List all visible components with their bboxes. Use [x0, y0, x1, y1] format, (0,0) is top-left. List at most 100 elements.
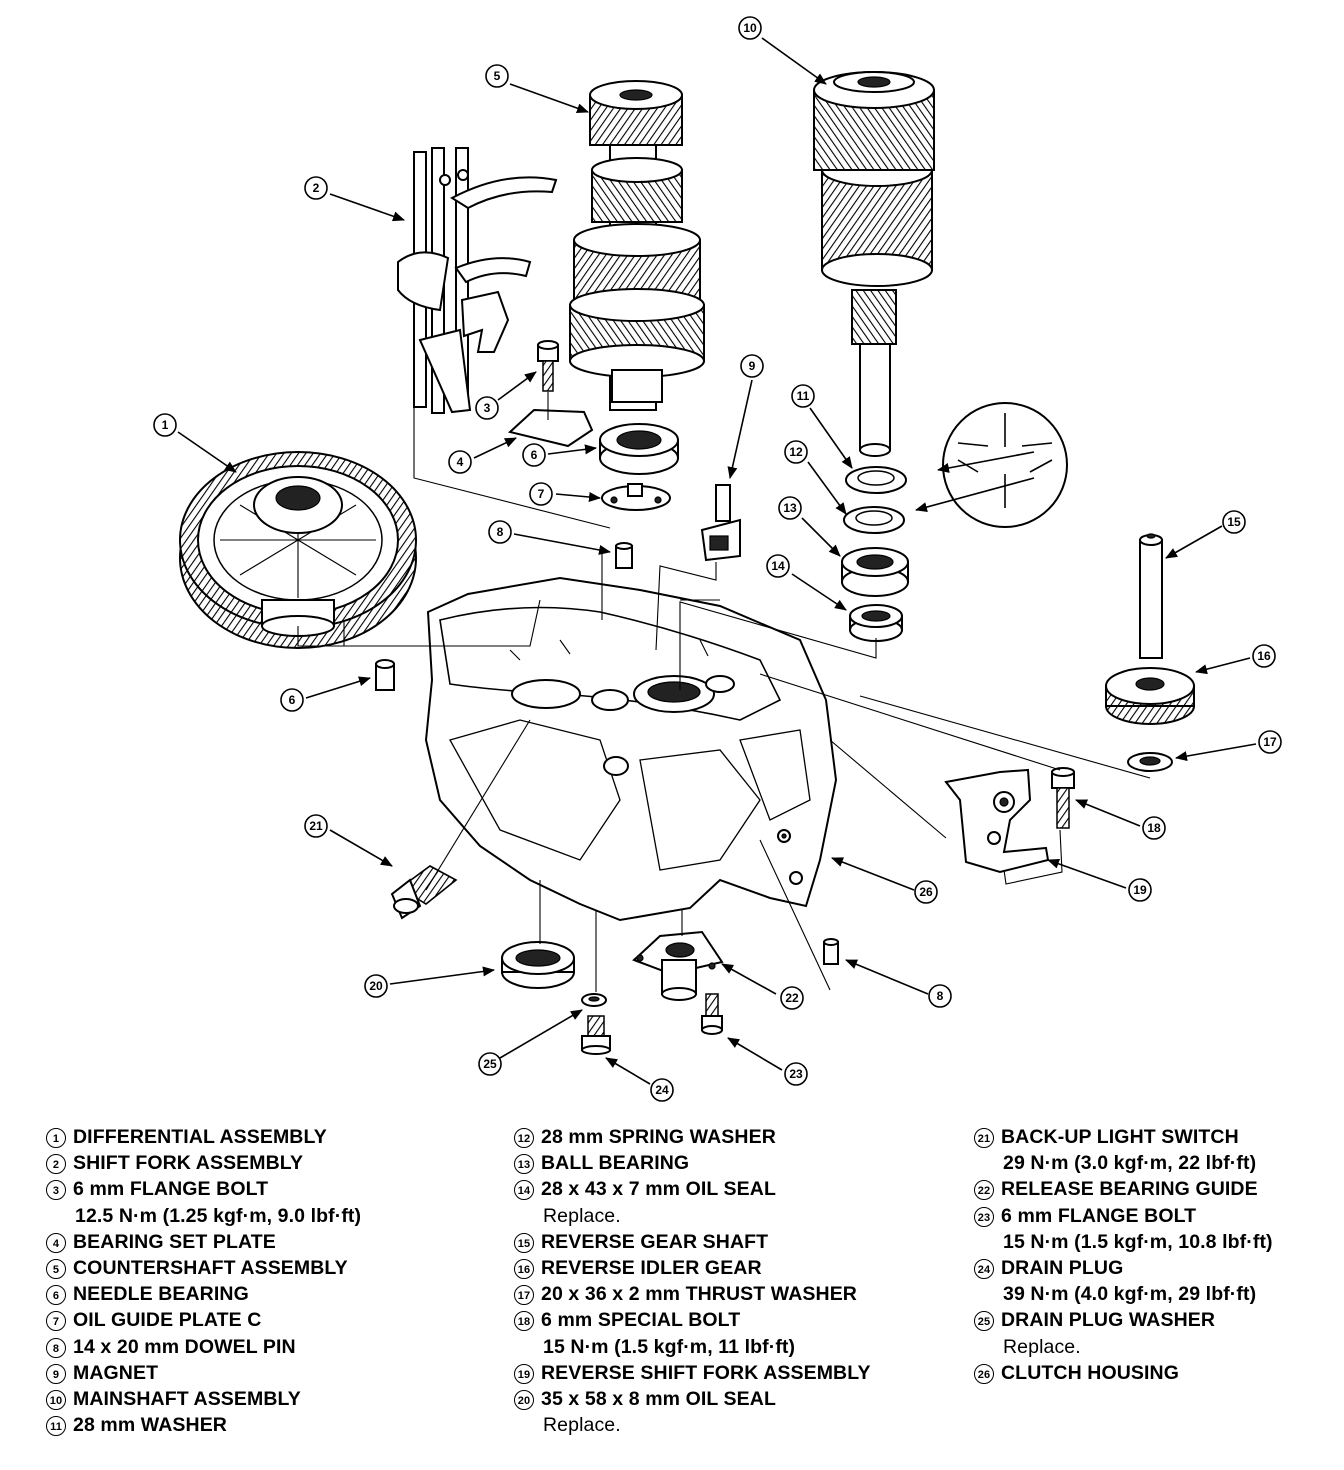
legend-item-14-note: Replace.	[543, 1204, 621, 1227]
svg-text:19: 19	[1133, 883, 1147, 897]
svg-text:17: 17	[1263, 735, 1277, 749]
callout-26: 26	[914, 880, 938, 904]
svg-text:26: 26	[919, 885, 933, 899]
legend-item-23-torque: 15 N·m (1.5 kgf·m, 10.8 lbf·ft)	[1003, 1230, 1273, 1253]
washer-28mm-drawing	[845, 466, 907, 494]
svg-text:5: 5	[494, 69, 501, 83]
svg-text:20: 20	[369, 979, 383, 993]
spring-washer-drawing	[843, 506, 905, 534]
legend-item-20-note: Replace.	[543, 1414, 621, 1437]
oil-seal-14-drawing	[849, 604, 903, 642]
callout-15: 15	[1222, 510, 1246, 534]
callout-8-lower: 8	[928, 984, 952, 1008]
svg-text:11: 11	[797, 389, 810, 403]
svg-text:6: 6	[289, 693, 296, 707]
drain-plug-washer-drawing	[581, 993, 607, 1007]
legend-item-3-torque: 12.5 N·m (1.25 kgf·m, 9.0 lbf·ft)	[75, 1204, 362, 1227]
special-bolt-drawing	[1051, 767, 1075, 829]
thrust-washer-drawing	[1127, 752, 1173, 772]
magnet-drawing	[700, 484, 741, 562]
callout-11: 11	[791, 384, 815, 408]
svg-text:14: 14	[771, 559, 785, 573]
callout-6-left: 6	[280, 688, 304, 712]
callout-23: 23	[784, 1062, 808, 1086]
callout-8: 8	[488, 520, 512, 544]
callout-7: 7	[529, 482, 553, 506]
svg-text:7: 7	[538, 487, 545, 501]
ball-bearing-drawing	[841, 547, 909, 597]
callout-12: 12	[784, 440, 808, 464]
svg-text:13: 13	[783, 501, 797, 515]
svg-text:10: 10	[743, 21, 757, 35]
svg-text:1: 1	[162, 418, 169, 432]
shift-fork-assembly-drawing	[397, 147, 558, 414]
dowel-pin-drawing	[615, 542, 839, 965]
svg-text:16: 16	[1257, 649, 1271, 663]
reverse-gear-shaft-drawing	[1139, 533, 1163, 659]
callout-20: 20	[364, 974, 388, 998]
callout-9: 9	[740, 354, 764, 378]
callout-1: 1	[153, 413, 177, 437]
svg-text:3: 3	[484, 401, 491, 415]
reverse-idler-gear-drawing	[1105, 667, 1195, 725]
svg-text:4: 4	[457, 455, 464, 469]
callout-24: 24	[650, 1078, 674, 1102]
alignment-lines	[297, 392, 1151, 992]
flange-bolt-3-drawing	[537, 340, 559, 392]
svg-text:2: 2	[313, 181, 320, 195]
callout-25: 25	[478, 1052, 502, 1076]
release-bearing-guide-drawing	[632, 930, 724, 1001]
callout-10: 10	[738, 16, 762, 40]
legend-item-24-torque: 39 N·m (4.0 kgf·m, 29 lbf·ft)	[1003, 1283, 1257, 1306]
legend-item-18-torque: 15 N·m (1.5 kgf·m, 11 lbf·ft)	[543, 1335, 796, 1358]
flange-bolt-23-drawing	[701, 993, 723, 1035]
svg-text:9: 9	[749, 359, 756, 373]
svg-text:22: 22	[785, 991, 799, 1005]
callout-21: 21	[304, 814, 328, 838]
oil-guide-plate-drawing	[601, 483, 671, 511]
svg-text:12: 12	[789, 445, 803, 459]
exploded-view-diagram: 1 2 3 4 5 6 7 8 9 10 11 12 13 14 15 16 1…	[153, 16, 1282, 1102]
callout-14: 14	[766, 554, 790, 578]
callout-22: 22	[780, 986, 804, 1010]
legend-item-21-torque: 29 N·m (3.0 kgf·m, 22 lbf·ft)	[1003, 1152, 1257, 1175]
legend-item-25-note: Replace.	[1003, 1335, 1081, 1358]
callout-16: 16	[1252, 644, 1276, 668]
callout-3: 3	[475, 396, 499, 420]
svg-text:25: 25	[483, 1057, 497, 1071]
svg-text:24: 24	[655, 1083, 669, 1097]
back-up-light-switch-drawing	[390, 865, 458, 920]
clutch-housing-drawing	[424, 576, 838, 922]
needle-bearing-small-drawing	[375, 659, 395, 691]
svg-text:8: 8	[497, 525, 504, 539]
callout-5: 5	[485, 64, 509, 88]
bearing-set-plate-drawing	[507, 408, 594, 448]
svg-text:8: 8	[937, 989, 944, 1003]
mainshaft-assembly-drawing	[813, 71, 935, 457]
callout-19: 19	[1128, 878, 1152, 902]
oil-seal-20-drawing	[501, 941, 575, 989]
svg-text:23: 23	[789, 1067, 803, 1081]
